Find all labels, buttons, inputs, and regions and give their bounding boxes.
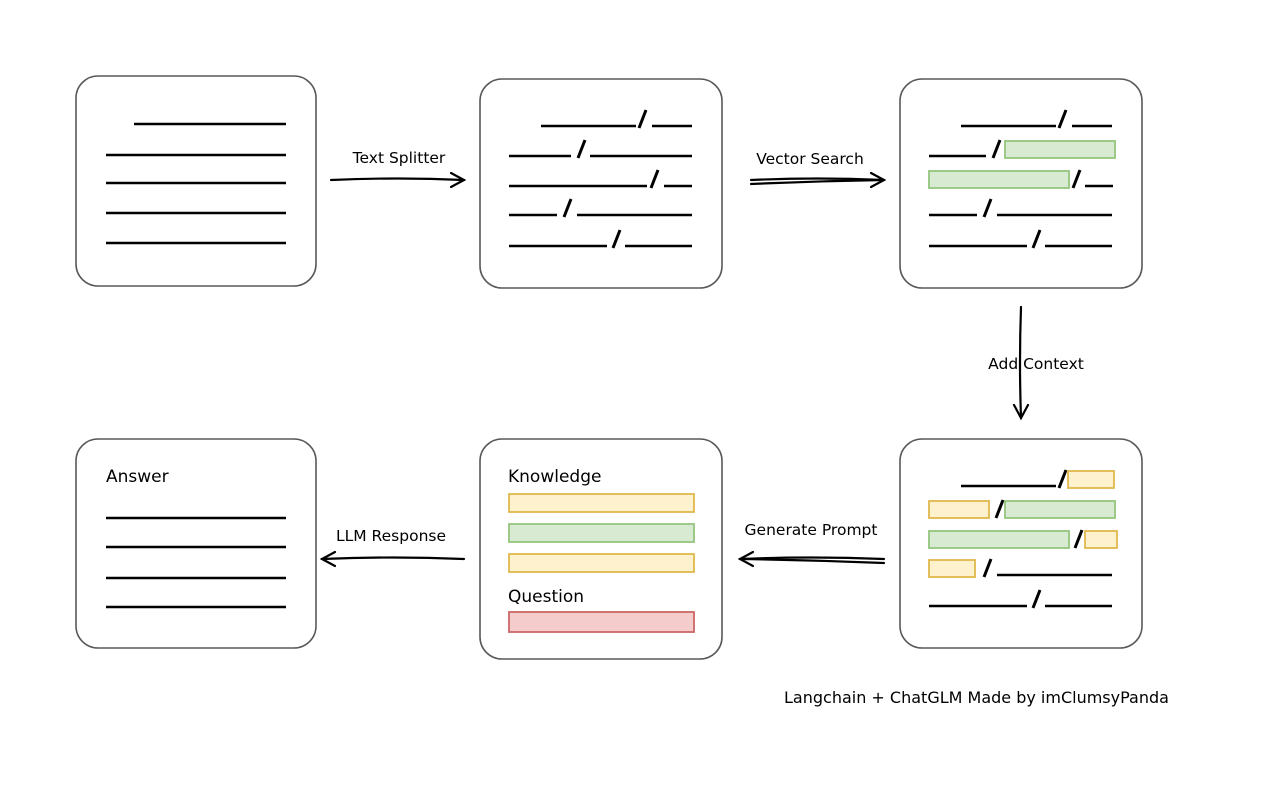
split-document-row bbox=[509, 139, 692, 159]
vector-matched-document-row bbox=[929, 229, 1112, 249]
edge-generate-prompt-label: Generate Prompt bbox=[745, 521, 878, 539]
prompt-bar-green bbox=[508, 523, 695, 543]
context-document-row bbox=[928, 529, 1118, 549]
answer-document-title-0: Answer bbox=[106, 467, 169, 487]
footer-layer: Langchain + ChatGLM Made by imClumsyPand… bbox=[784, 688, 1169, 707]
prompt-bar-yellow bbox=[508, 493, 695, 513]
chunk-green bbox=[928, 530, 1070, 549]
edge-llm-response: LLM Response bbox=[319, 527, 466, 568]
split-document-row bbox=[541, 109, 692, 129]
vector-matched-document-row bbox=[961, 109, 1112, 129]
vector-matched-document bbox=[899, 78, 1143, 289]
chunk-yellow bbox=[928, 559, 976, 578]
split-document bbox=[479, 78, 723, 289]
chunk-yellow bbox=[928, 500, 990, 519]
split-document-row bbox=[509, 229, 692, 249]
slash-separator bbox=[1031, 229, 1042, 249]
split-document-row bbox=[509, 198, 692, 218]
edge-text-splitter-label: Text Splitter bbox=[352, 149, 446, 167]
slash-separator bbox=[1073, 529, 1084, 549]
prompt-document-title-1: Question bbox=[508, 587, 584, 607]
slash-separator bbox=[576, 139, 587, 159]
chunk-green bbox=[1004, 140, 1116, 159]
edge-text-splitter-shaft bbox=[329, 177, 466, 182]
edge-text-splitter-arrowhead bbox=[449, 171, 467, 189]
chunk-green bbox=[928, 170, 1070, 189]
slash-separator bbox=[1057, 109, 1068, 129]
edge-generate-prompt-arrowhead bbox=[737, 550, 755, 568]
vector-matched-document-row bbox=[929, 139, 1116, 159]
edge-vector-search-arrowhead bbox=[869, 171, 887, 189]
split-document-frame bbox=[479, 78, 723, 289]
slash-separator bbox=[982, 198, 993, 218]
slash-separator bbox=[611, 229, 622, 249]
chunk-green bbox=[1004, 500, 1116, 519]
slash-separator bbox=[994, 499, 1005, 519]
edge-vector-search: Vector Search bbox=[749, 150, 887, 189]
edge-add-context-shaft bbox=[1018, 305, 1023, 420]
chunk-yellow bbox=[1067, 470, 1115, 489]
source-document bbox=[75, 75, 317, 287]
context-document-row bbox=[928, 558, 1112, 578]
context-document-row bbox=[961, 469, 1115, 489]
edge-vector-search-shaft-2 bbox=[749, 178, 886, 186]
slash-separator bbox=[1057, 469, 1068, 489]
prompt-bar-yellow bbox=[508, 553, 695, 573]
slash-separator bbox=[1071, 169, 1082, 189]
edge-text-splitter: Text Splitter bbox=[329, 149, 467, 189]
slash-separator bbox=[637, 109, 648, 129]
answer-document: Answer bbox=[75, 438, 317, 649]
edge-llm-response-arrowhead bbox=[319, 550, 337, 568]
source-document-frame bbox=[75, 75, 317, 287]
edge-add-context-label: Add Context bbox=[988, 355, 1084, 373]
slash-separator bbox=[562, 198, 573, 218]
edge-add-context-arrowhead bbox=[1012, 403, 1030, 421]
edge-generate-prompt-shaft-2 bbox=[738, 557, 886, 565]
context-document bbox=[899, 438, 1143, 649]
edge-llm-response-label: LLM Response bbox=[336, 527, 446, 545]
edge-generate-prompt: Generate Prompt bbox=[737, 521, 886, 568]
edge-llm-response-shaft bbox=[320, 556, 466, 561]
chunk-yellow bbox=[1084, 530, 1118, 549]
slash-separator bbox=[1031, 589, 1042, 609]
vector-matched-document-row bbox=[929, 198, 1112, 218]
context-document-row bbox=[929, 589, 1112, 609]
prompt-document-title-0: Knowledge bbox=[508, 467, 601, 487]
context-document-row bbox=[928, 499, 1116, 519]
slash-separator bbox=[991, 139, 1002, 159]
footer-credit: Langchain + ChatGLM Made by imClumsyPand… bbox=[784, 688, 1169, 707]
edge-vector-search-label: Vector Search bbox=[756, 150, 864, 168]
vector-matched-document-row bbox=[928, 169, 1113, 189]
split-document-row bbox=[509, 169, 692, 189]
answer-document-frame bbox=[75, 438, 317, 649]
slash-separator bbox=[982, 558, 993, 578]
slash-separator bbox=[649, 169, 660, 189]
edge-add-context: Add Context bbox=[988, 305, 1084, 421]
prompt-bar-red bbox=[508, 611, 695, 633]
